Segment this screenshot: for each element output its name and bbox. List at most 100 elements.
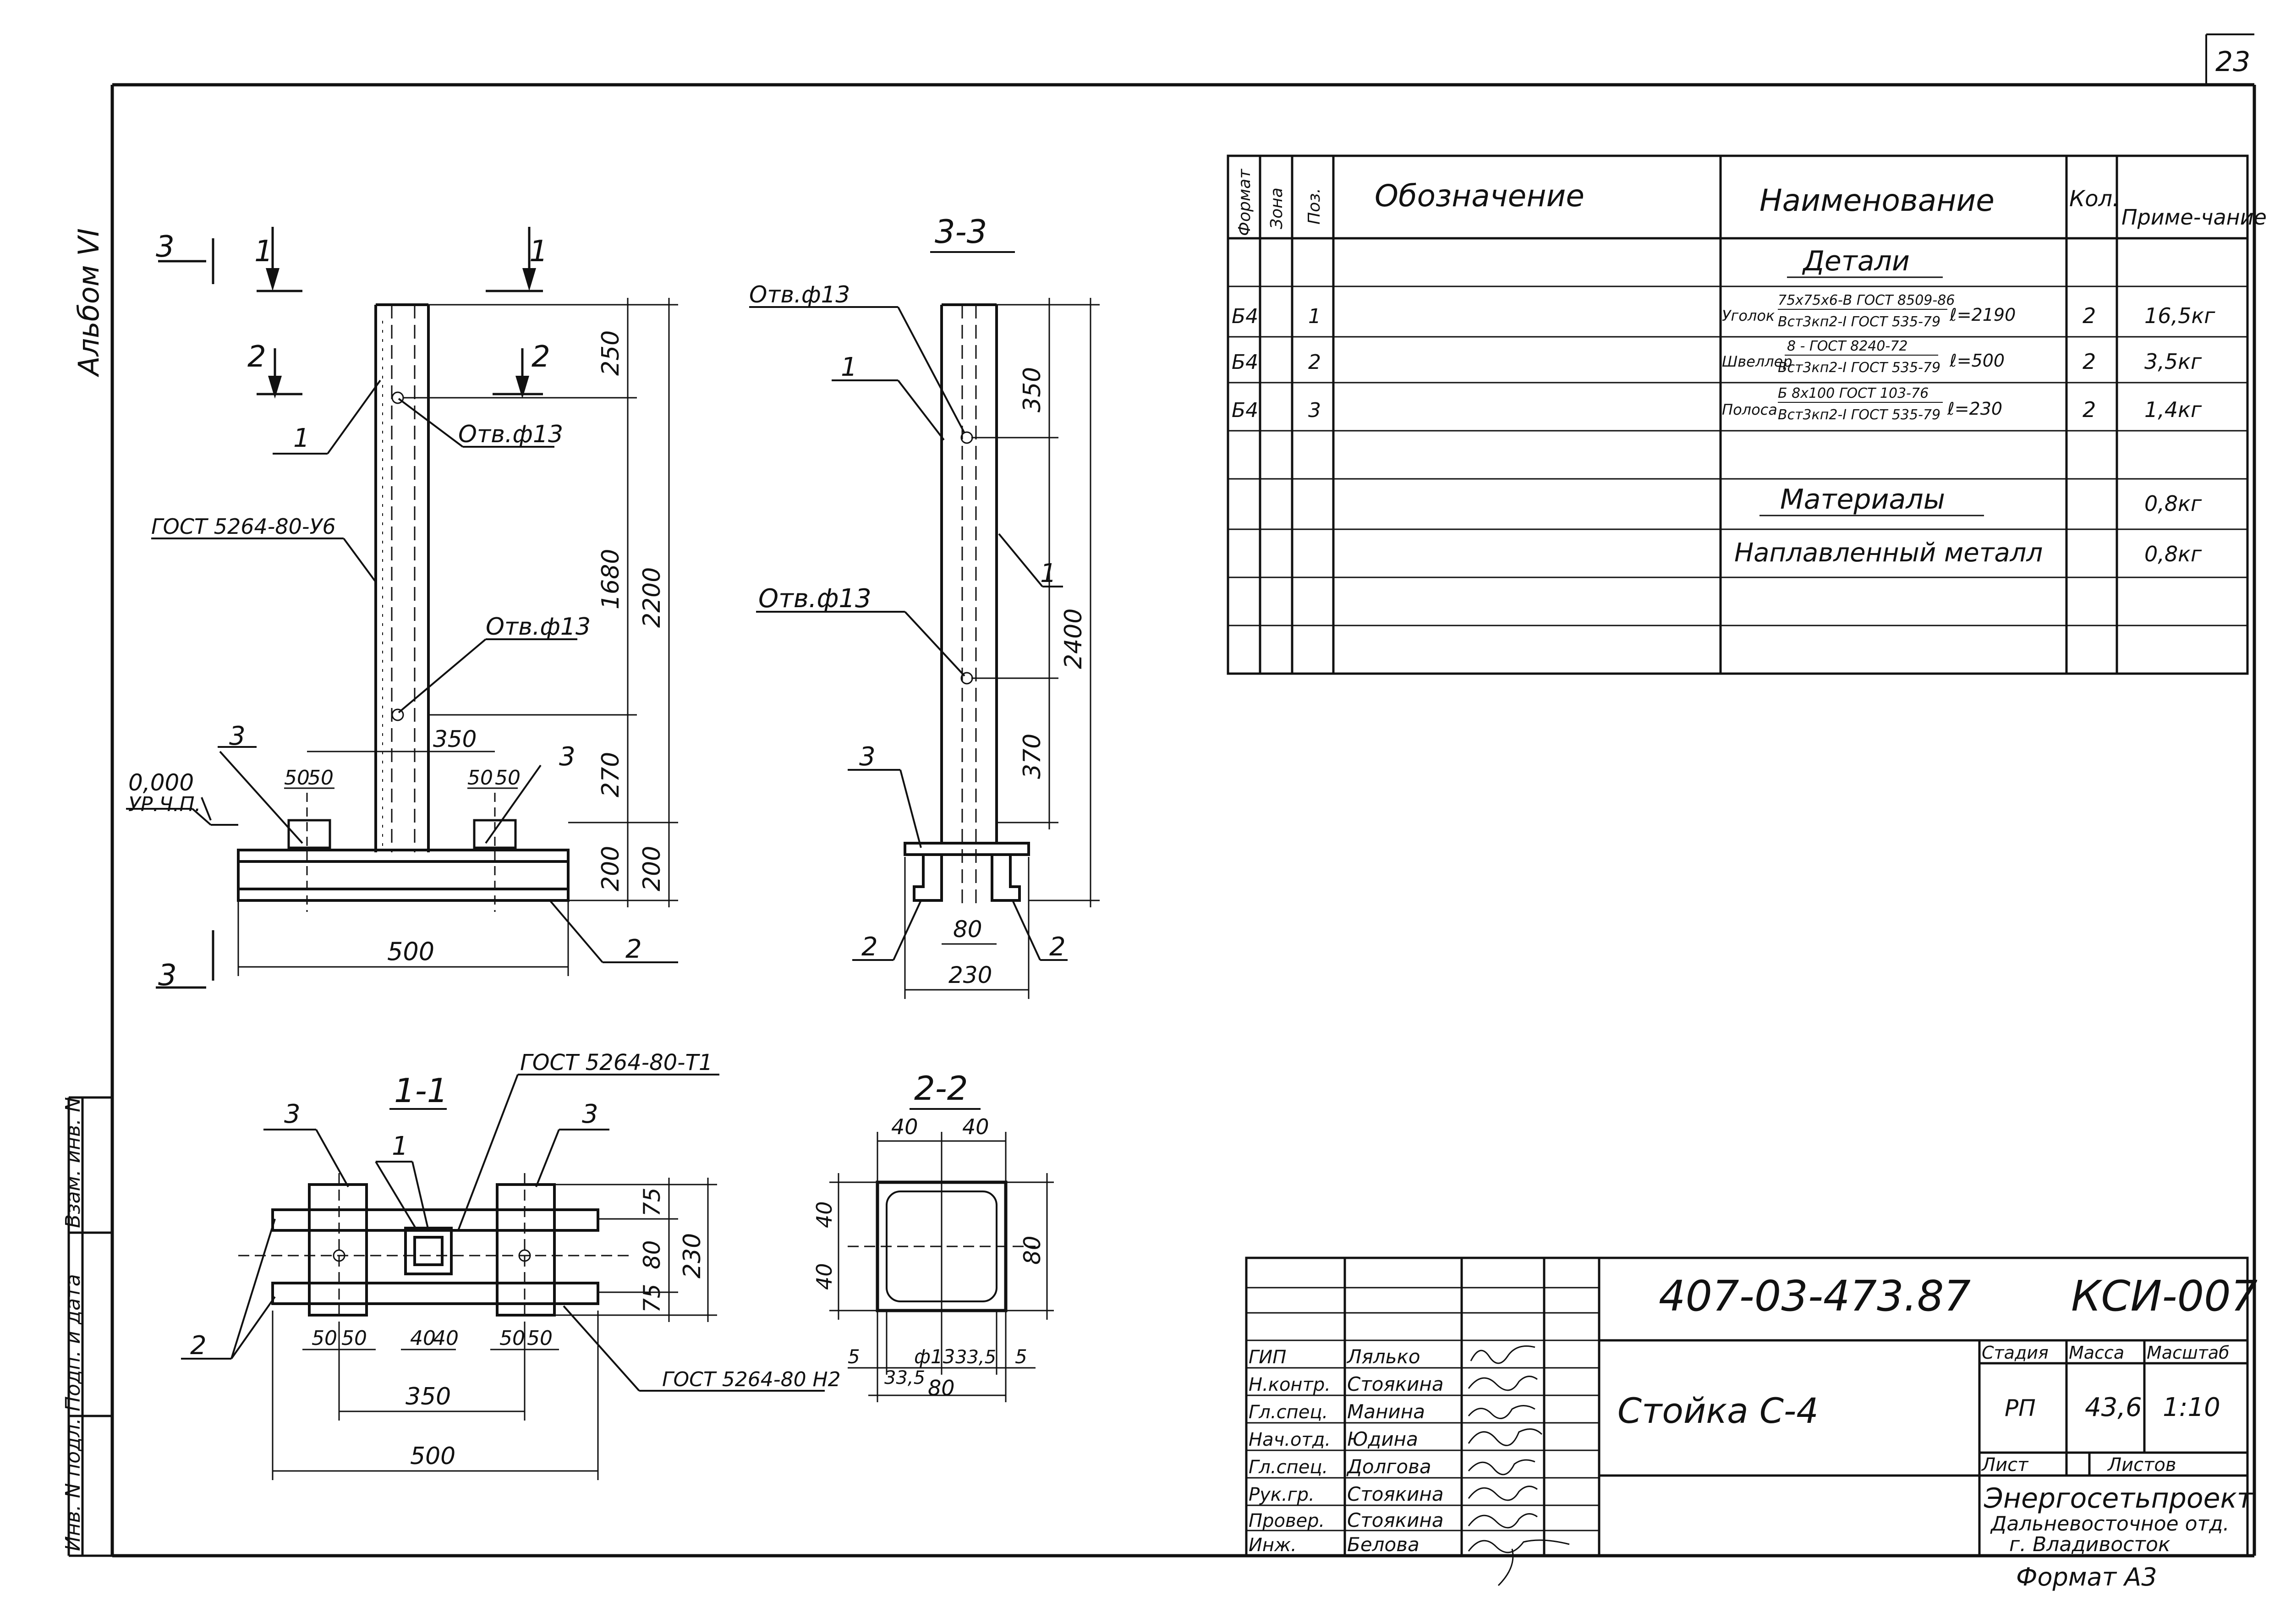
sig-role: Н.контр. — [1249, 1374, 1331, 1395]
s33-dim-80: 80 — [953, 916, 982, 943]
front-dim-2200: 2200 — [638, 567, 666, 628]
spec-row-note: 16,5кг — [2144, 303, 2215, 328]
s11-label-pos3-a: 3 — [284, 1099, 301, 1129]
sig-role: Гл.спец. — [1249, 1402, 1328, 1423]
spec-row-pos: 1 — [1308, 305, 1321, 328]
s33-label-pos3: 3 — [859, 742, 876, 772]
s11-label-pos3-b: 3 — [582, 1099, 598, 1129]
s22-dim-33-5a: 33,5 — [955, 1347, 996, 1368]
front-dim-350: 350 — [433, 726, 477, 752]
sheet-frame — [110, 83, 2256, 1558]
title-format: Формат А3 — [2016, 1563, 2157, 1591]
front-view: 3 1 1 2 2 3 — [126, 227, 678, 993]
sig-role: Провер. — [1249, 1510, 1325, 1531]
sig-role: ГИП — [1249, 1347, 1286, 1368]
section-mark-3-top: 3 — [156, 230, 175, 264]
title-org-city: г. Владивосток — [2009, 1533, 2170, 1556]
spec-row: Б4 2 Швеллер 8 - ГОСТ 8240-72 Вст3кп2-I … — [1232, 338, 2202, 376]
s11-dim-75a: 75 — [639, 1187, 665, 1217]
sig-role: Нач.отд. — [1249, 1429, 1331, 1450]
title-sheets-header: Листов — [2107, 1454, 2176, 1476]
s11-profile-label: ГОСТ 5264-80-Т1 — [520, 1050, 713, 1075]
front-profile-label: ГОСТ 5264-80-У6 — [151, 514, 336, 539]
specification-table: Формат Зона Поз. Обозначение Наименовани… — [1227, 154, 2267, 675]
title-scale: 1:10 — [2163, 1393, 2220, 1422]
album-label: Альбом VI — [72, 228, 105, 378]
spec-row-note: 1,4кг — [2144, 397, 2202, 422]
title-org-dept: Дальневосточное отд. — [1990, 1512, 2230, 1536]
title-code: 407-03-473.87 — [1659, 1272, 1971, 1321]
left-stamp-strip — [67, 1096, 112, 1557]
s11-dim-50-2: 50 — [341, 1327, 367, 1350]
stamp-podp-data: Подп. и дата — [61, 1274, 85, 1411]
spec-row: Б4 1 Уголок 75x75x6-В ГОСТ 8509-86 Вст3к… — [1232, 292, 2215, 330]
spec-row-pos: 3 — [1308, 399, 1321, 422]
front-dim-50d: 50 — [495, 766, 521, 790]
s11-dim-230: 230 — [679, 1233, 706, 1278]
title-org: Энергосетьпроект — [1984, 1482, 2254, 1514]
s22-dim-40a: 40 — [891, 1114, 918, 1139]
signature-rows: ГИП Лялько Н.контр. Стоякина Гл.спец. Ма… — [1249, 1345, 1444, 1556]
s22-dim-5b: 5 — [1015, 1345, 1027, 1368]
s11-label-pos1: 1 — [392, 1131, 408, 1161]
sig-role: Рук.гр. — [1249, 1484, 1315, 1505]
spec-row-name-bottom: Вст3кп2-I ГОСТ 535-79 — [1778, 314, 1940, 330]
sig-name: Долгова — [1346, 1455, 1431, 1478]
spec-row-name-prefix: Швеллер — [1722, 353, 1792, 370]
title-scale-header: Масштаб — [2147, 1343, 2230, 1363]
s11-dim-40-2: 40 — [433, 1327, 459, 1350]
sig-role: Гл.спец. — [1249, 1457, 1328, 1478]
s11-label-pos2: 2 — [190, 1331, 207, 1361]
spec-header-designation: Обозначение — [1375, 178, 1584, 214]
s22-dim-33-5b: 33,5 — [884, 1367, 925, 1388]
s22-dim-40d: 40 — [812, 1263, 837, 1290]
front-label-pos3-left: 3 — [229, 721, 246, 751]
s11-dim-75b: 75 — [639, 1284, 665, 1313]
sig-role: Инж. — [1249, 1535, 1297, 1556]
sig-name: Стоякина — [1347, 1483, 1444, 1505]
s22-dim-40b: 40 — [962, 1114, 989, 1139]
spec-row-name-top: 75x75x6-В ГОСТ 8509-86 — [1778, 292, 1955, 308]
spec-section-details: Детали — [1802, 245, 1910, 277]
spec-row-name-prefix: Полоса — [1722, 401, 1777, 418]
front-dim-500: 500 — [387, 937, 434, 966]
s33-label-pos1-a: 1 — [841, 352, 857, 382]
title-mass: 43,6 — [2085, 1393, 2142, 1422]
s11-weld-label: ГОСТ 5264-80 Н2 — [662, 1368, 841, 1391]
handwritten-signatures — [1468, 1345, 1570, 1586]
s11-dim-50-1: 50 — [312, 1327, 337, 1350]
level-label: УР.Ч.П. — [128, 793, 201, 816]
front-dim-270: 270 — [597, 752, 625, 797]
spec-header-name: Наименование — [1759, 183, 1995, 218]
s11-dim-80: 80 — [639, 1240, 665, 1269]
front-label-pos3-right: 3 — [559, 742, 575, 772]
spec-row-qty: 2 — [2083, 303, 2096, 328]
section-3-3-title: 3-3 — [935, 213, 987, 251]
front-dim-50c: 50 — [467, 766, 493, 790]
s22-dim-40c: 40 — [812, 1201, 837, 1228]
s11-dim-50-3: 50 — [499, 1327, 525, 1350]
s33-label-pos2-b: 2 — [1049, 932, 1066, 962]
front-dim-200a: 200 — [597, 846, 625, 891]
spec-row-name-top: Б 8x100 ГОСТ 103-76 — [1778, 385, 1929, 401]
front-dim-200b: 200 — [638, 846, 666, 891]
s33-hole-label-1: Отв.ф13 — [749, 281, 850, 308]
spec-row-length: ℓ=2190 — [1949, 305, 2016, 325]
section-2-2: 2-2 40 40 40 40 80 — [812, 1069, 1054, 1402]
spec-header-format: Формат — [1235, 169, 1254, 236]
spec-row-note: 3,5кг — [2144, 349, 2202, 374]
spec-weld-note: 0,8кг — [2144, 542, 2202, 566]
sig-name: Юдина — [1347, 1428, 1418, 1450]
spec-row-name-bottom: Вст3кп2-I ГОСТ 535-79 — [1778, 407, 1940, 423]
s11-dim-40-1: 40 — [410, 1327, 436, 1350]
s11-dim-500: 500 — [410, 1443, 455, 1470]
front-dim-250: 250 — [597, 330, 625, 376]
front-label-pos2: 2 — [625, 934, 642, 964]
front-dim-50a: 50 — [284, 766, 310, 790]
section-1-1: 1-1 ГОСТ 5264-80-Т1 — [181, 1050, 841, 1480]
sig-name: Лялько — [1346, 1345, 1420, 1368]
spec-section-materials: Материалы — [1780, 483, 1945, 516]
section-mark-3-bottom: 3 — [158, 959, 177, 993]
section-mark-1-left: 1 — [254, 235, 273, 269]
